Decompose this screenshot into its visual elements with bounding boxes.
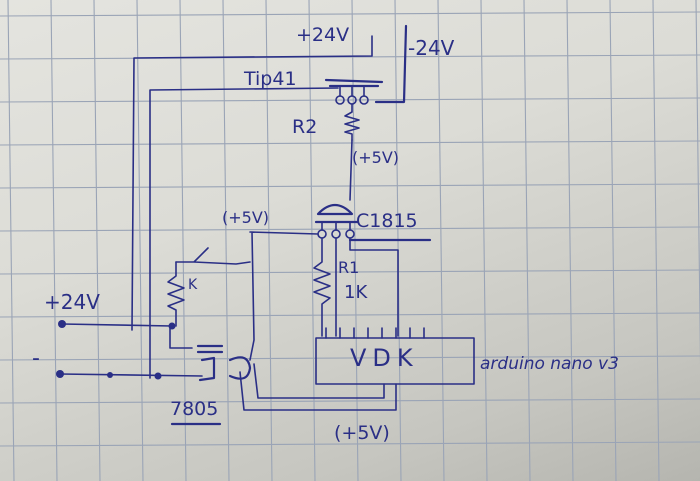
- label-5v-mid: (+5V): [352, 148, 400, 167]
- c1815-transistor-symbol: [314, 203, 360, 239]
- input-positive-node: [58, 320, 66, 328]
- grid-line-horizontal: [0, 97, 700, 103]
- grid-line-horizontal: [0, 398, 700, 404]
- wire-board-bottom: [239, 371, 397, 411]
- arduino-header-pins: [325, 327, 425, 339]
- grid-line-horizontal: [0, 441, 700, 447]
- grid-line-horizontal: [0, 269, 700, 275]
- tip41-transistor-symbol: [324, 78, 384, 105]
- wire-second-rail: [149, 87, 339, 379]
- label-r1: R1: [338, 258, 360, 277]
- wire-board-to-regulator: [253, 363, 385, 399]
- grid-line-vertical: [609, 0, 617, 481]
- junction-node: [107, 372, 113, 378]
- label-r2: R2: [292, 116, 318, 138]
- r2-resistor-symbol: [344, 103, 360, 141]
- wire-input-positive: [61, 323, 173, 327]
- label-5v-bottom: (+5V): [334, 422, 390, 444]
- grid-line-vertical: [480, 0, 488, 481]
- grid-line-horizontal: [0, 11, 700, 17]
- label-board-name: arduino nano v3: [480, 354, 619, 374]
- wire-input-ground: [59, 373, 203, 377]
- wire-negative-rail: [374, 24, 408, 104]
- k-resistor-symbol: [167, 261, 185, 327]
- junction-node: [154, 372, 162, 380]
- grid-line-vertical: [179, 0, 187, 481]
- grid-line-horizontal: [0, 312, 700, 318]
- grid-line-vertical: [523, 0, 531, 481]
- label-minus-24v-top: -24V: [408, 36, 455, 60]
- wire-r2-to-c1815: [349, 139, 353, 201]
- grid-line-vertical: [136, 0, 144, 481]
- arduino-board-outline: [315, 337, 475, 385]
- wire-k-top: [175, 247, 251, 265]
- label-c1815: C1815: [356, 210, 418, 232]
- input-ground-node: [56, 370, 64, 378]
- grid-line-vertical: [652, 0, 660, 481]
- grid-line-vertical: [7, 0, 15, 481]
- label-k: K: [188, 277, 198, 293]
- grid-line-horizontal: [0, 355, 700, 361]
- label-plus-24v-input: +24V: [44, 290, 100, 314]
- label-board-pins: VDK: [350, 344, 419, 372]
- junction-node: [168, 322, 176, 330]
- label-7805: 7805: [170, 398, 219, 420]
- grid-line-horizontal: [0, 54, 700, 60]
- wire-k-bottom: [169, 325, 193, 349]
- label-5v-left: (+5V): [222, 208, 270, 227]
- grid-line-vertical: [50, 0, 58, 481]
- label-tip41: Tip41: [244, 68, 297, 90]
- wire-5v-left: [249, 231, 319, 361]
- grid-line-vertical: [222, 0, 230, 481]
- grid-line-horizontal: [0, 140, 700, 146]
- label-plus-24v-top: +24V: [296, 24, 350, 46]
- r1-resistor-symbol: [313, 237, 331, 337]
- regulator-7805-symbol: [196, 344, 252, 382]
- wire-c1815-collector: [349, 237, 399, 337]
- grid-line-vertical: [695, 0, 700, 365]
- label-r1-value: 1K: [344, 282, 368, 303]
- grid-line-vertical: [93, 0, 101, 481]
- grid-line-vertical: [265, 0, 273, 481]
- wire-top-rail: [131, 35, 373, 331]
- grid-line-vertical: [566, 0, 574, 481]
- label-ground-input: -: [32, 346, 40, 371]
